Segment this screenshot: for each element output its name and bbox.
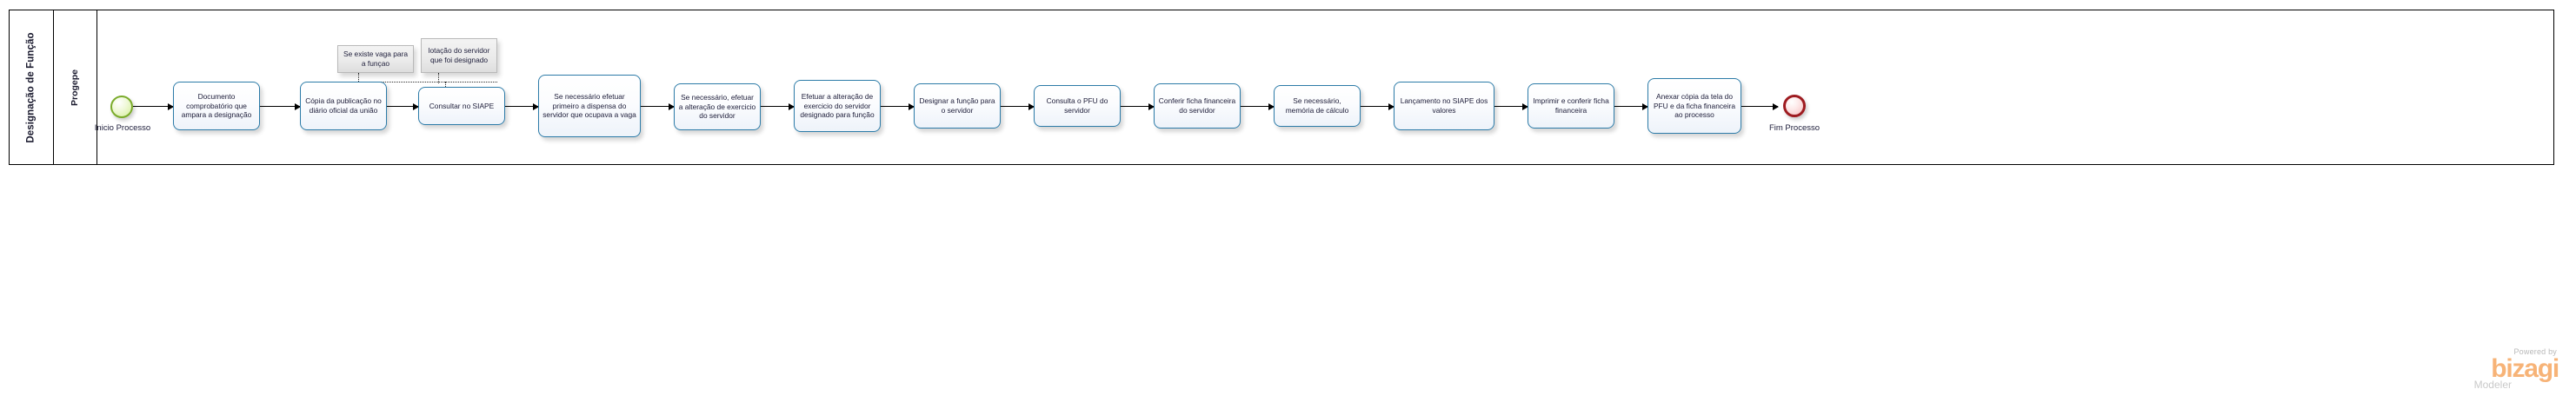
pool-header: Designação de Função [10, 10, 54, 164]
association-annotation-2 [438, 73, 439, 83]
task-label: Anexar cópia da tela do PFU e da ficha f… [1653, 91, 1736, 120]
task-imprimir-conferir-ficha[interactable]: Imprimir e conferir ficha financeira [1528, 83, 1614, 129]
lane-header-progepe: Progepe [54, 10, 97, 164]
end-event-label: Fim Processo [1768, 123, 1821, 133]
lane-title: Progepe [70, 69, 81, 106]
sequence-flow-t13-to-end [1741, 106, 1778, 108]
bizagi-powered-by-text: Powered by [2513, 347, 2557, 356]
sequence-flow-t4-to-t5 [641, 106, 674, 108]
task-label: Documento comprobatório que ampara a des… [181, 91, 252, 120]
task-memoria-de-calculo[interactable]: Se necessário, memória de cálculo [1274, 85, 1361, 127]
annotation-label: lotação do servidor que foi designado [428, 45, 490, 64]
sequence-flow-t6-to-t7 [881, 106, 914, 108]
task-consultar-no-siape[interactable]: Consultar no SIAPE [418, 87, 505, 125]
task-label: Designar a função para o servidor [919, 96, 995, 115]
start-event-inicio-processo[interactable] [110, 96, 133, 118]
sequence-flow-t2-to-t3 [387, 106, 418, 108]
start-event-label: Inicio Processo [94, 123, 151, 133]
task-consulta-pfu-servidor[interactable]: Consulta o PFU do servidor [1034, 85, 1121, 127]
task-label: Se necessário, efetuar a alteração de ex… [678, 92, 756, 121]
pool-designacao-de-funcao: Designação de Função Progepe Inicio Proc… [9, 10, 2554, 165]
task-label: Cópia da publicação no diário oficial da… [305, 96, 382, 115]
task-label: Consulta o PFU do servidor [1046, 96, 1108, 115]
task-label: Conferir ficha financeira do servidor [1158, 96, 1236, 115]
task-alteracao-exercicio-designado[interactable]: Efetuar a alteração de exercicio do serv… [794, 80, 881, 132]
task-copia-publicacao-dou[interactable]: Cópia da publicação no diário oficial da… [300, 82, 387, 130]
bizagi-brand-text: bizagi [2491, 354, 2559, 383]
sequence-flow-t5-to-t6 [761, 106, 794, 108]
task-designar-funcao-servidor[interactable]: Designar a função para o servidor [914, 83, 1001, 129]
lane-body-progepe: Inicio Processo Se existe vaga para [95, 10, 2553, 164]
task-documento-comprobatorio[interactable]: Documento comprobatório que ampara a des… [173, 82, 260, 130]
task-alteracao-exercicio-servidor[interactable]: Se necessário, efetuar a alteração de ex… [674, 83, 761, 130]
sequence-flow-t9-to-t10 [1241, 106, 1274, 108]
task-label: Efetuar a alteração de exercicio do serv… [800, 91, 875, 120]
sequence-flow-t1-to-t2 [260, 106, 300, 108]
task-label: Se necessário, memória de cálculo [1285, 96, 1349, 115]
sequence-flow-t8-to-t9 [1121, 106, 1154, 108]
sequence-flow-t12-to-t13 [1614, 106, 1647, 108]
task-dispensa-servidor-ocupava-vaga[interactable]: Se necessário efetuar primeiro a dispens… [538, 75, 641, 137]
sequence-flow-t7-to-t8 [1001, 106, 1034, 108]
sequence-flow-t3-to-t4 [505, 106, 538, 108]
task-label: Lançamento no SIAPE dos valores [1400, 96, 1488, 115]
annotation-se-existe-vaga: Se existe vaga para a funçao [337, 45, 414, 73]
task-lancamento-siape-valores[interactable]: Lançamento no SIAPE dos valores [1394, 82, 1494, 130]
task-label: Se necessário efetuar primeiro a dispens… [542, 91, 636, 120]
annotation-lotacao-servidor: lotação do servidor que foi designado [421, 38, 497, 73]
bizagi-product-text: Modeler [2473, 378, 2512, 391]
end-event-fim-processo[interactable] [1783, 95, 1806, 117]
task-anexar-copia-pfu-ficha[interactable]: Anexar cópia da tela do PFU e da ficha f… [1647, 78, 1741, 134]
sequence-flow-start-to-t1 [133, 106, 173, 108]
sequence-flow-t10-to-t11 [1361, 106, 1394, 108]
annotation-label: Se existe vaga para a funçao [343, 49, 409, 68]
task-conferir-ficha-financeira[interactable]: Conferir ficha financeira do servidor [1154, 83, 1241, 129]
pool-title: Designação de Função [26, 31, 37, 143]
sequence-flow-t11-to-t12 [1494, 106, 1528, 108]
bizagi-watermark: Powered by bizagi Modeler [2404, 348, 2560, 397]
task-label: Consultar no SIAPE [429, 101, 495, 110]
task-label: Imprimir e conferir ficha financeira [1533, 96, 1609, 115]
association-annotation-1 [358, 73, 359, 83]
